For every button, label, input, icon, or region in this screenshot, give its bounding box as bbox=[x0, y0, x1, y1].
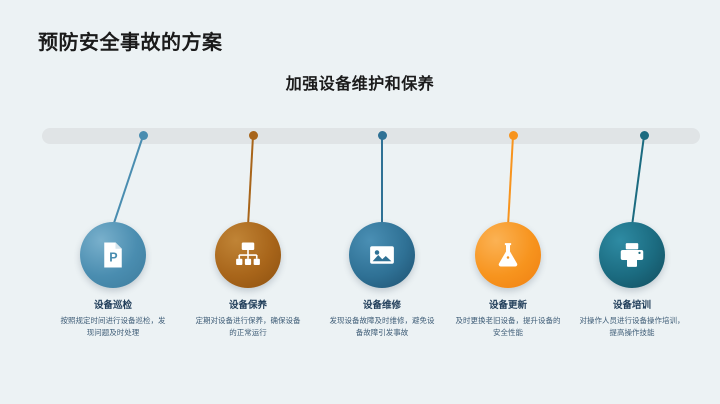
item-heading: 设备保养 bbox=[228, 300, 267, 311]
timeline-icon-circle-5[interactable] bbox=[599, 222, 665, 288]
timeline-text-1: 设备巡检 按照规定时间进行设备巡检，发现问题及时处理 bbox=[54, 299, 172, 338]
item-description: 发现设备故障及时维修，避免设备故障引发事故 bbox=[329, 316, 435, 337]
item-description: 按照规定时间进行设备巡检，发现问题及时处理 bbox=[60, 316, 166, 337]
timeline-dot-3[interactable] bbox=[377, 131, 387, 140]
page-subtitle: 加强设备维护和保养 bbox=[285, 76, 435, 93]
svg-text:P: P bbox=[109, 250, 117, 264]
timeline-text-2: 设备保养 定期对设备进行保养，确保设备的正常运行 bbox=[189, 299, 307, 338]
item-heading: 设备培训 bbox=[612, 300, 651, 311]
item-description: 对操作人员进行设备操作培训，提高操作技能 bbox=[579, 316, 685, 337]
document-p-icon: P bbox=[98, 240, 128, 270]
timeline-text-4: 设备更新 及时更换老旧设备，提升设备的安全性能 bbox=[449, 299, 567, 338]
timeline-bar bbox=[42, 128, 700, 144]
timeline-text-5: 设备培训 对操作人员进行设备操作培训，提高操作技能 bbox=[573, 299, 691, 338]
printer-icon bbox=[617, 240, 647, 270]
timeline-icon-circle-4[interactable] bbox=[475, 222, 541, 288]
item-description: 定期对设备进行保养，确保设备的正常运行 bbox=[195, 316, 301, 337]
timeline-icon-circle-3[interactable] bbox=[349, 222, 415, 288]
timeline-icon-circle-1[interactable]: P bbox=[80, 222, 146, 288]
image-icon bbox=[367, 240, 397, 270]
item-heading: 设备维修 bbox=[362, 300, 401, 311]
flask-icon bbox=[493, 240, 523, 270]
page-title: 预防安全事故的方案 bbox=[38, 32, 223, 54]
item-heading: 设备巡检 bbox=[93, 300, 132, 311]
timeline-icon-circle-2[interactable] bbox=[215, 222, 281, 288]
item-heading: 设备更新 bbox=[488, 300, 527, 311]
sitemap-icon bbox=[233, 240, 263, 270]
timeline-dot-5[interactable] bbox=[639, 131, 649, 140]
timeline-text-3: 设备维修 发现设备故障及时维修，避免设备故障引发事故 bbox=[323, 299, 441, 338]
item-description: 及时更换老旧设备，提升设备的安全性能 bbox=[455, 316, 561, 337]
timeline-dot-2[interactable] bbox=[248, 131, 258, 140]
timeline-dot-4[interactable] bbox=[508, 131, 518, 140]
timeline-dot-1[interactable] bbox=[138, 131, 148, 140]
